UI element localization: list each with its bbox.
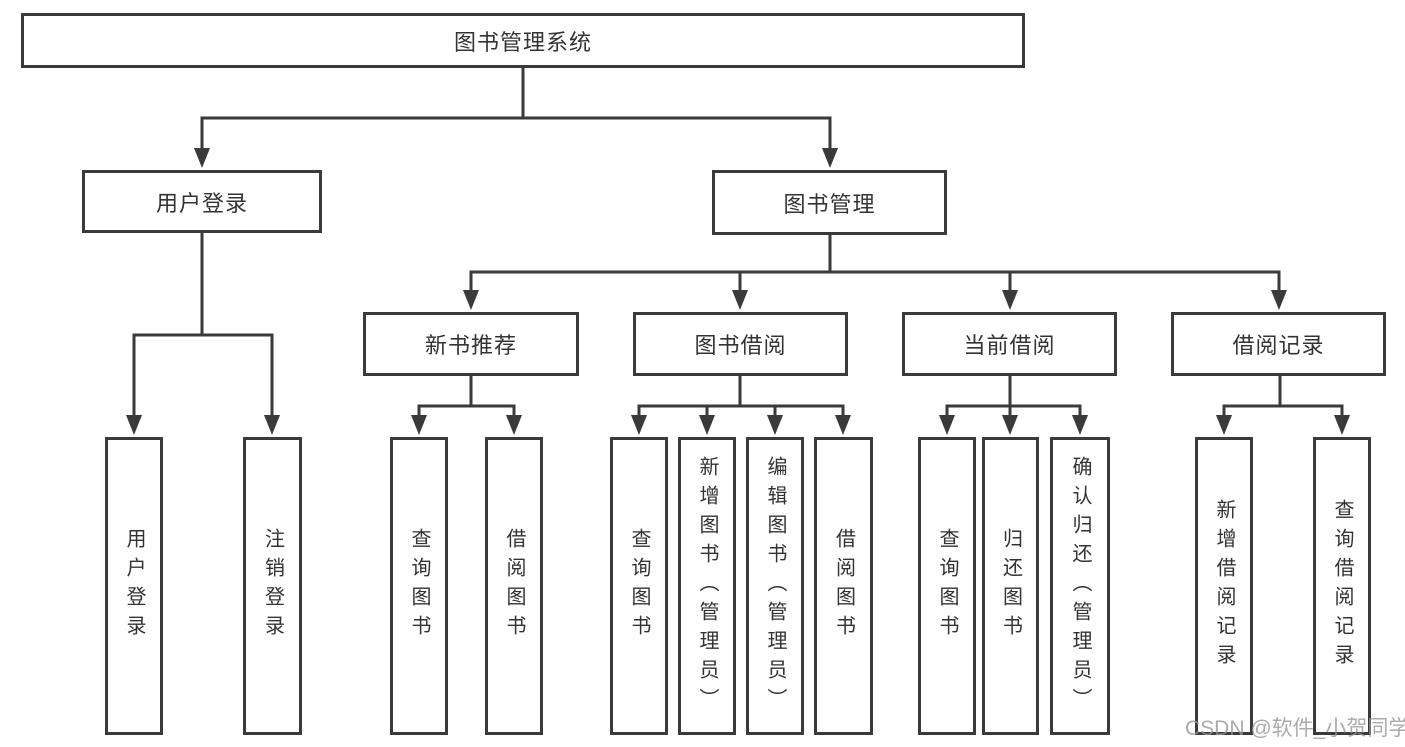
leaf-newrec-borrow-books: 借阅图书 [485,437,543,735]
connector-current-borrowing [939,376,1088,435]
connector-root [194,67,838,168]
leaf-borrow-query-books-label: 查询图书 [628,528,650,644]
leaf-user-login: 用户登录 [105,437,163,735]
leaf-current-return-books: 归还图书 [982,437,1039,735]
connector-user-login [126,233,280,435]
leaf-borrow-borrow-books: 借阅图书 [814,437,873,735]
leaf-user-login-label: 用户登录 [123,528,145,644]
watermark: CSDN @软件_小贺同学 [1185,717,1405,740]
leaf-borrow-query-books: 查询图书 [610,437,668,735]
node-borrowing-records: 借阅记录 [1171,312,1386,376]
node-new-book-recommendation: 新书推荐 [363,312,579,376]
node-borrowing-records-label: 借阅记录 [1232,333,1325,358]
leaf-borrow-edit-books-admin-label: 编辑图书（管理员） [764,455,786,717]
connector-new-book-recommendation [411,376,522,435]
node-book-management: 图书管理 [712,170,947,235]
connector-book-management [463,235,1287,310]
node-book-borrowing: 图书借阅 [633,312,848,376]
leaf-borrow-edit-books-admin: 编辑图书（管理员） [746,437,804,735]
node-root-label: 图书管理系统 [453,29,592,55]
leaf-borrow-add-books-admin: 新增图书（管理员） [678,437,736,735]
node-root: 图书管理系统 [21,13,1025,68]
leaf-borrow-add-books-admin-label: 新增图书（管理员） [696,455,718,717]
connector-borrowing-records [1216,376,1350,435]
leaf-records-add-borrow-record-label: 新增借阅记录 [1213,499,1235,673]
leaf-records-query-borrow-record: 查询借阅记录 [1313,437,1371,735]
leaf-newrec-borrow-books-label: 借阅图书 [503,528,525,644]
leaf-borrow-borrow-books-label: 借阅图书 [832,528,855,644]
leaf-records-add-borrow-record: 新增借阅记录 [1195,437,1253,735]
node-new-book-recommendation-label: 新书推荐 [424,333,517,358]
node-book-borrowing-label: 图书借阅 [694,333,787,358]
leaf-logout: 注销登录 [243,437,302,735]
connector-book-borrowing [631,376,851,435]
node-user-login-label: 用户登录 [155,190,248,216]
leaf-current-return-books-label: 归还图书 [999,528,1022,644]
leaf-current-confirm-return-admin: 确认归还（管理员） [1050,437,1110,735]
leaf-current-confirm-return-admin-label: 确认归还（管理员） [1069,455,1091,717]
node-current-borrowing: 当前借阅 [902,312,1117,376]
leaf-records-query-borrow-record-label: 查询借阅记录 [1331,499,1353,673]
node-user-login: 用户登录 [82,170,322,233]
leaf-current-query-books: 查询图书 [918,437,976,735]
leaf-newrec-query-books-label: 查询图书 [408,528,430,644]
node-current-borrowing-label: 当前借阅 [963,333,1056,358]
leaf-current-query-books-label: 查询图书 [936,528,958,644]
leaf-newrec-query-books: 查询图书 [390,437,448,735]
node-book-management-label: 图书管理 [783,191,876,217]
leaf-logout-label: 注销登录 [261,528,284,644]
